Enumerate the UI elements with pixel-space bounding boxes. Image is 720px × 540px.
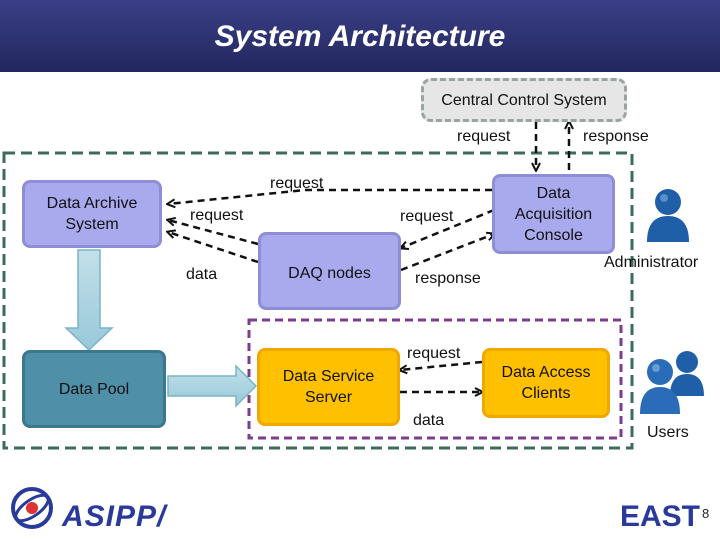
daq-nodes-node: DAQ nodes: [258, 232, 401, 310]
users-icon: [640, 351, 704, 414]
administrator-icon: [647, 189, 689, 242]
footer-project-name: EAST: [620, 500, 701, 533]
archive-request-label: request: [190, 207, 244, 224]
data-archive-system-node: Data Archive System: [22, 180, 162, 248]
outer-system-boundary: [2, 151, 634, 450]
data-access-clients-node: Data Access Clients: [482, 348, 610, 418]
daq-response-label: response: [415, 270, 481, 287]
service-request-label: request: [407, 345, 461, 362]
archive-to-pool-block-arrow: [64, 249, 114, 352]
acquisition-to-daq-arrow: [401, 208, 495, 248]
footer-org-name: ASIPP/: [62, 500, 167, 533]
daq-data-label: data: [186, 266, 218, 283]
central-request-label: request: [457, 128, 511, 145]
daq-data-arrow: [168, 232, 259, 264]
archive-request-top-label: request: [270, 175, 324, 192]
asipp-logo-icon: [11, 487, 53, 529]
data-acquisition-console-node: Data Acquisition Console: [492, 174, 615, 254]
daq-request-label: request: [400, 208, 454, 225]
data-pool-node: Data Pool: [22, 350, 166, 428]
daq-to-archive-arrow: [168, 220, 259, 246]
client-request-arrow: [400, 360, 483, 370]
page-title: System Architecture: [214, 20, 506, 53]
central-response-label: response: [583, 128, 649, 145]
pool-to-service-block-arrow: [167, 364, 258, 408]
users-label: Users: [647, 424, 689, 441]
service-zone-boundary: [247, 318, 623, 440]
daq-response-arrow: [400, 234, 494, 272]
service-data-label: data: [413, 412, 445, 429]
central-control-system-node: Central Control System: [421, 78, 627, 122]
data-service-server-node: Data Service Server: [257, 348, 400, 426]
header-bar: [0, 0, 720, 72]
acquisition-to-archive-arrow: [168, 188, 492, 204]
page-number: 8: [702, 506, 710, 521]
administrator-label: Administrator: [604, 254, 699, 271]
